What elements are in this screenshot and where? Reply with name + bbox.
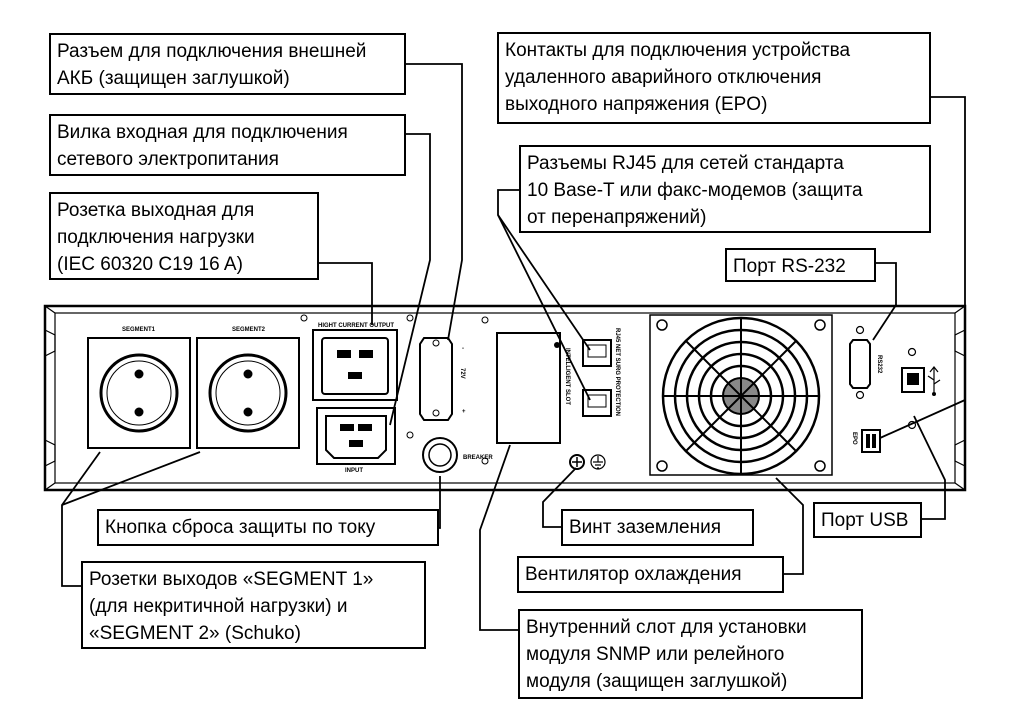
- callout-line: Вилка входная для подключения: [57, 122, 348, 143]
- battery-minus-label: -: [462, 346, 464, 352]
- callout-line: «SEGMENT 2» (Schuko): [89, 623, 301, 644]
- callout-line: Вентилятор охлаждения: [525, 564, 742, 585]
- intelligent-slot: [481, 316, 561, 465]
- callout-line: Внутренний слот для установки: [526, 617, 807, 638]
- callout-line: 10 Base-T или факс-модемов (защита: [527, 180, 863, 201]
- callout-line: Порт RS-232: [733, 256, 846, 277]
- callout-line: (IEC 60320 C19 16 A): [57, 254, 243, 275]
- epo-contacts: [861, 429, 881, 453]
- callout-line: выходного напряжения (EPO): [505, 94, 768, 115]
- callout-line: Разъемы RJ45 для сетей стандарта: [527, 153, 844, 174]
- rs232-label: RS232: [876, 355, 882, 374]
- callout-line: удаленного аварийного отключения: [505, 67, 822, 88]
- callout-line: Винт заземления: [569, 517, 721, 538]
- screw-icon: [406, 431, 414, 439]
- screw-icon: [300, 314, 308, 322]
- segment2-label: SEGMENT2: [232, 327, 266, 333]
- callout-line: от перенапряжений): [527, 207, 707, 228]
- input-label: INPUT: [345, 468, 363, 474]
- callout-cooling-fan: Вентилятор охлаждения: [517, 556, 784, 593]
- callout-line: Розетка выходная для: [57, 200, 255, 221]
- callout-output-socket: Розетка выходная для подключения нагрузк…: [49, 192, 319, 280]
- segment2-outlet: [196, 337, 300, 449]
- high-current-output-label: HIGHT CURRENT OUTPUT: [318, 323, 394, 329]
- ground-screw: [569, 454, 585, 470]
- segment1-label: SEGMENT1: [122, 327, 156, 333]
- callout-line: модуля (защищен заглушкой): [526, 671, 788, 692]
- callout-line: модуля SNMP или релейного: [526, 644, 785, 665]
- callout-segment-outlets: Розетки выходов «SEGMENT 1» (для некрити…: [81, 561, 426, 649]
- rs232-port: [849, 325, 871, 400]
- leader-lines: [61, 63, 966, 631]
- output-socket-c19: [312, 329, 398, 401]
- input-plug-c20: [316, 407, 396, 465]
- ground-icon: [590, 454, 606, 470]
- callout-line: Контакты для подключения устройства: [505, 40, 851, 61]
- battery-connector: [419, 337, 453, 421]
- rj45-label: RJ45 NET SURG PROTECTION: [614, 328, 620, 416]
- callout-battery-connector: Разъем для подключения внешней АКБ (защи…: [49, 33, 406, 95]
- callout-line: Розетки выходов «SEGMENT 1»: [89, 569, 374, 590]
- battery-plus-label: +: [462, 409, 466, 415]
- callout-usb-port: Порт USB: [813, 502, 922, 538]
- callout-line: Кнопка сброса защиты по току: [105, 517, 376, 538]
- fan-guard: [649, 314, 833, 476]
- callout-rs232-port: Порт RS-232: [725, 248, 876, 282]
- callout-ground-screw: Винт заземления: [561, 509, 754, 546]
- callout-line: подключения нагрузки: [57, 227, 255, 248]
- screw-icon: [406, 314, 414, 322]
- battery-voltage-label: 72V: [459, 368, 465, 379]
- callout-line: АКБ (защищен заглушкой): [57, 68, 290, 89]
- breaker-label: BREAKER: [463, 455, 493, 461]
- breaker-button: [422, 437, 458, 473]
- callout-internal-slot: Внутренний слот для установки модуля SNM…: [518, 609, 863, 699]
- epo-label: EPO: [851, 432, 857, 445]
- segment1-outlet: [87, 337, 191, 449]
- callout-line: (для некритичной нагрузки) и: [89, 596, 348, 617]
- callout-reset-button: Кнопка сброса защиты по току: [97, 509, 439, 546]
- callout-rj45-ports: Разъемы RJ45 для сетей стандарта 10 Base…: [519, 145, 931, 233]
- rj45-ports: [582, 339, 612, 417]
- callout-line: Порт USB: [821, 510, 909, 531]
- callout-epo-contacts: Контакты для подключения устройства удал…: [497, 32, 931, 124]
- callout-input-plug: Вилка входная для подключения сетевого э…: [49, 114, 406, 176]
- usb-icon: [927, 366, 941, 396]
- usb-port: [901, 347, 925, 430]
- callout-line: Разъем для подключения внешней: [57, 41, 367, 62]
- intelligent-slot-label: INTELLIGENT SLOT: [564, 348, 570, 405]
- callout-line: сетевого электропитания: [57, 149, 279, 170]
